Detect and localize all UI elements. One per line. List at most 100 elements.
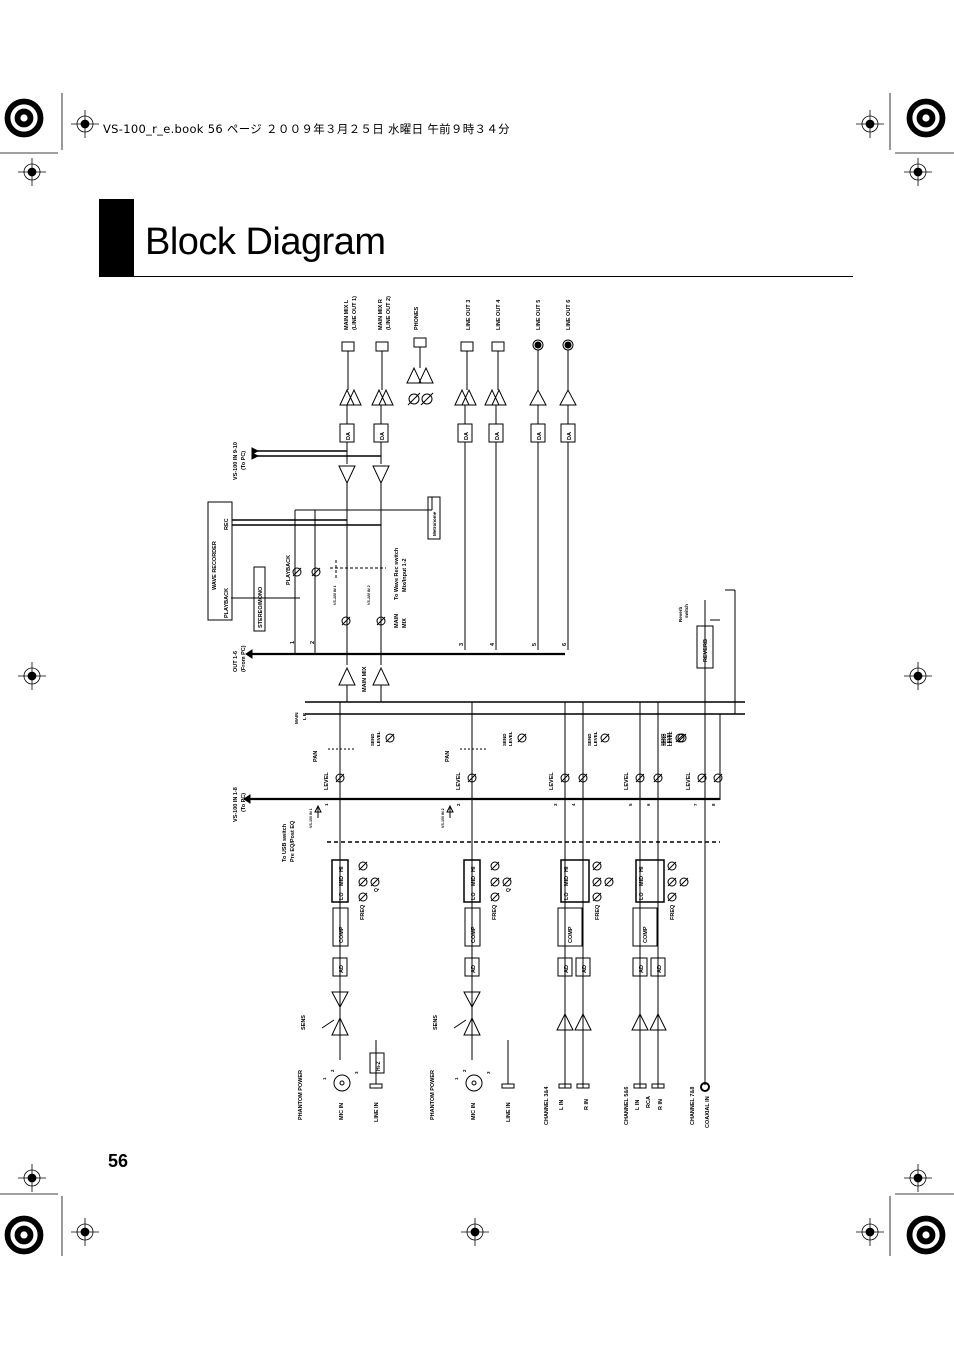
hi-z-box: Hi-Z [376, 1061, 382, 1071]
send-level-knob [677, 733, 687, 743]
channel-number: 1 [324, 803, 329, 806]
star-target-bl [4, 1215, 44, 1255]
eq-q-label: Q [506, 888, 512, 892]
eq-lo-knob [667, 892, 677, 902]
vs-in-label: VS-100 IN 1 [309, 808, 313, 828]
level-label: LEVEL [456, 772, 462, 790]
eq-freq-label: FREQ [595, 904, 601, 920]
label-line-out-1: (LINE OUT 1) [352, 296, 358, 330]
eq-lo: LO [564, 892, 570, 900]
label-channel-5-6: CHANNEL 5&6 [624, 1087, 630, 1125]
crosshair-target [71, 1218, 99, 1246]
eq-lo: LO [471, 892, 477, 900]
da-4: DA [495, 432, 501, 440]
label-main-mix: MAIN MIX [362, 666, 368, 692]
phantom-power-label: PHANTOM POWER [298, 1070, 304, 1120]
level-knob-8 [713, 773, 723, 783]
eq-mid-knob [604, 877, 614, 887]
line-out-5-6 [529, 339, 577, 443]
label-rca: RCA [646, 1096, 652, 1108]
crosshair-target [904, 1164, 932, 1192]
eq-mid-knob [370, 877, 380, 887]
main-mix-r-jack [371, 341, 394, 485]
level-knob [653, 773, 663, 783]
channel-number: 4 [571, 803, 576, 806]
sens-label: SENS [433, 1015, 439, 1030]
level-knob [578, 773, 588, 783]
label-ch-4: 4 [490, 642, 496, 646]
level-knob [335, 773, 345, 783]
label-vs-in-1-8: VS-100 IN 1-8 [233, 787, 239, 822]
phantom-power-label: PHANTOM POWER [430, 1070, 436, 1120]
channel-number: 5 [628, 803, 633, 806]
page-title: Block Diagram [145, 221, 386, 263]
label-line-out-2: (LINE OUT 2) [386, 296, 392, 330]
send-level-label: LEVEL [376, 731, 381, 746]
page-number: 56 [108, 1151, 129, 1171]
crosshair-target [18, 158, 46, 186]
line-in-label: LINE IN [374, 1102, 380, 1122]
label-ch-5: 5 [532, 643, 538, 646]
line-out-3-4 [454, 341, 507, 443]
label-stereo-mono: STEREO/MONO [258, 586, 264, 628]
label-channel-3-4: CHANNEL 3&4 [544, 1086, 550, 1125]
label-l-in-56: L IN [635, 1100, 641, 1110]
crosshair-target [71, 110, 99, 138]
eq-hi: HI [471, 866, 477, 872]
label-vs-in-2-top: VS-100 IN 2 [367, 585, 371, 605]
send-level-label: LEVEL [668, 731, 673, 746]
eq-mid: MID [471, 876, 477, 886]
label-channel-7-8: CHANNEL 7&8 [690, 1087, 696, 1125]
coaxial-jack [700, 1082, 710, 1092]
label-line-out-6: LINE OUT 6 [566, 300, 572, 330]
crosshair-target [904, 662, 932, 690]
label-r-in-56: R IN [658, 1099, 664, 1110]
sens-label: SENS [301, 1015, 307, 1030]
label-pre-post-eq: Pre EQ/Post EQ [290, 820, 296, 862]
label-r-in-34: R IN [584, 1099, 590, 1110]
crosshair-targets [18, 110, 932, 1246]
level-knob [635, 773, 645, 783]
da-1: DA [346, 432, 352, 440]
comp-box: COMP [471, 926, 477, 943]
eq-mid-knob [502, 877, 512, 887]
crosshair-target [856, 1218, 884, 1246]
send-label: SEND [662, 733, 667, 746]
signal-lines [231, 442, 745, 1085]
label-vs-in-1-top: VS-100 IN 1 [333, 585, 337, 605]
label-l-r: L R [302, 712, 307, 720]
eq-lo-knob [358, 892, 368, 902]
send-level-knob [385, 733, 395, 743]
send-label: SEND [370, 733, 375, 746]
eq-mid-knob [667, 877, 677, 887]
level-knob [467, 773, 477, 783]
xlr-pin-3: 3 [486, 1071, 491, 1074]
ad-box: AD [564, 965, 570, 973]
label-vs-in-9-10: VS-100 IN 9-10 [233, 442, 239, 480]
label-mix-input: Mix/Input 1-2 [402, 558, 408, 592]
label-out-1-6: OUT 1-6 [233, 651, 239, 672]
eq-hi-knob [490, 861, 500, 871]
da-6: DA [567, 432, 573, 440]
ad-box: AD [582, 965, 588, 973]
crosshair-target [461, 1218, 489, 1246]
diagram-labels: MAIN MIX L (LINE OUT 1) MAIN MIX R (LINE… [212, 296, 711, 1128]
channel-number: 8 [711, 803, 716, 806]
eq-mid-knob [679, 877, 689, 887]
eq-mid-knob [358, 877, 368, 887]
star-target-tr [906, 98, 946, 138]
comp-box: COMP [643, 926, 649, 943]
main-mix-amps [207, 496, 714, 702]
book-header-line: VS-100_r_e.book 56 ページ ２００９年３月２５日 水曜日 午前… [103, 122, 510, 136]
eq-lo-knob [592, 892, 602, 902]
label-metronome: Metronome [432, 511, 437, 536]
eq-freq-label: FREQ [670, 904, 676, 920]
mic-in-label: MIC IN [471, 1103, 477, 1120]
label-main-mix-l: MAIN MIX L [344, 299, 350, 330]
xlr-pin-1: 1 [454, 1077, 459, 1080]
ad-box: AD [471, 965, 477, 973]
label-phones: PHONES [414, 306, 420, 330]
